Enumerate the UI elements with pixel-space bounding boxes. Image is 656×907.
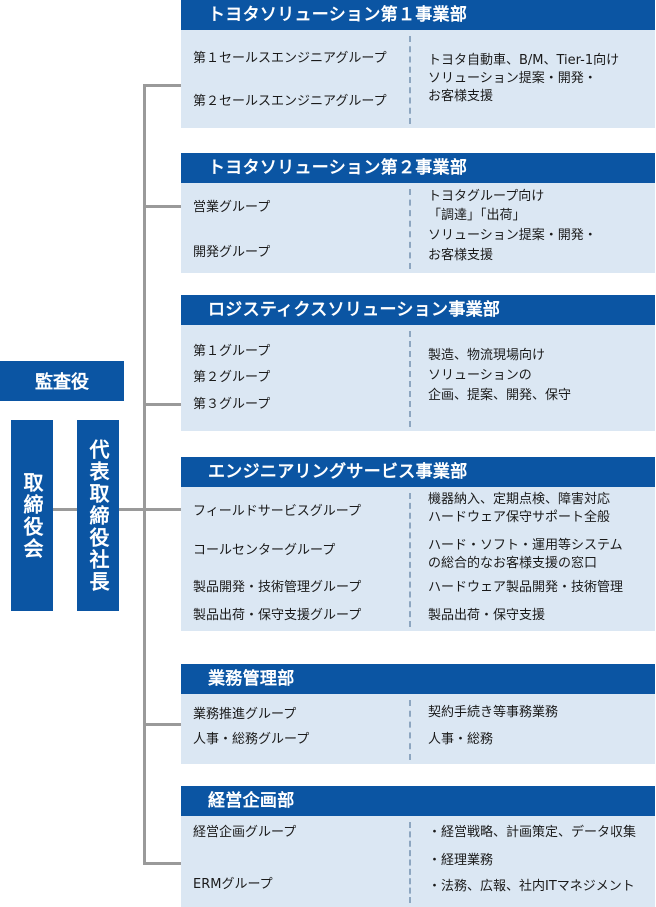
group-label: コールセンターグループ — [193, 543, 336, 558]
description-line: 契約手続き等事務業務 — [428, 705, 559, 720]
description-line: 「調達」「出荷」 — [428, 208, 526, 223]
connector-trunk — [143, 85, 146, 864]
department-logistics-solution: ロジスティクスソリューション事業部 第１グループ 第２グループ 第３グループ 製… — [181, 295, 655, 431]
group-label: 第１セールスエンジニアグループ — [193, 51, 387, 66]
description-line: ・経営戦略、計画策定、データ収集 — [428, 825, 637, 840]
president-box: 代表取締役社長 — [77, 420, 119, 611]
group-label: 開発グループ — [193, 245, 271, 260]
group-label: 第２セールスエンジニアグループ — [193, 94, 387, 109]
board-box: 取締役会 — [11, 420, 53, 611]
auditor-label: 監査役 — [35, 372, 89, 393]
department-title: 経営企画部 — [181, 786, 655, 816]
president-label: 代表取締役社長 — [86, 438, 110, 593]
department-title: トヨタソリューション第１事業部 — [181, 0, 655, 30]
connector-dept-6 — [143, 862, 181, 865]
department-body: 第１グループ 第２グループ 第３グループ 製造、物流現場向け ソリューションの … — [181, 325, 655, 431]
department-title: ロジスティクスソリューション事業部 — [181, 295, 655, 325]
connector-dept-1 — [143, 84, 181, 87]
connector-dept-3 — [143, 403, 181, 406]
connector-dept-4 — [143, 508, 181, 511]
description-line: の総合的なお客様支援の窓口 — [428, 556, 598, 571]
department-business-management: 業務管理部 業務推進グループ 人事・総務グループ 契約手続き等事務業務 人事・総… — [181, 664, 655, 764]
group-label: 第１グループ — [193, 344, 271, 359]
department-body: 業務推進グループ 人事・総務グループ 契約手続き等事務業務 人事・総務 — [181, 694, 655, 764]
description-line: ソリューション提案・開発・ — [428, 228, 597, 243]
connector-dept-5 — [143, 723, 181, 726]
department-body: 第１セールスエンジニアグループ 第２セールスエンジニアグループ トヨタ自動車、B… — [181, 30, 655, 128]
group-label: ERMグループ — [193, 877, 273, 892]
description-line: 人事・総務 — [428, 732, 494, 747]
divider — [409, 822, 411, 903]
divider — [409, 493, 411, 627]
group-label: 製品出荷・保守支援グループ — [193, 608, 362, 623]
divider — [409, 700, 411, 760]
group-label: 第３グループ — [193, 397, 271, 412]
description-line: お客様支援 — [428, 248, 494, 263]
department-body: フィールドサービスグループ コールセンターグループ 製品開発・技術管理グループ … — [181, 487, 655, 631]
group-label: 人事・総務グループ — [193, 732, 310, 747]
description-line: 企画、提案、開発、保守 — [428, 388, 572, 403]
description-line: ハードウェア保守サポート全般 — [428, 510, 611, 525]
department-title: トヨタソリューション第２事業部 — [181, 153, 655, 183]
group-label: 第２グループ — [193, 370, 271, 385]
description-line: 製造、物流現場向け — [428, 348, 546, 363]
description-line: ソリューション提案・開発・ — [428, 71, 597, 86]
connector-president-trunk — [119, 508, 145, 511]
description-line: ・法務、広報、社内ITマネジメント — [428, 879, 635, 894]
connector-board-president — [53, 508, 77, 511]
group-label: 製品開発・技術管理グループ — [193, 580, 362, 595]
description-line: ハードウェア製品開発・技術管理 — [428, 580, 624, 595]
divider — [409, 331, 411, 427]
department-body: 営業グループ 開発グループ トヨタグループ向け 「調達」「出荷」 ソリューション… — [181, 183, 655, 273]
department-corporate-planning: 経営企画部 経営企画グループ ERMグループ ・経営戦略、計画策定、データ収集 … — [181, 786, 655, 907]
group-label: 営業グループ — [193, 200, 271, 215]
divider — [409, 189, 411, 269]
connector-dept-2 — [143, 205, 181, 208]
description-line: 機器納入、定期点検、障害対応 — [428, 492, 611, 507]
department-engineering-service: エンジニアリングサービス事業部 フィールドサービスグループ コールセンターグルー… — [181, 457, 655, 631]
description-line: トヨタグループ向け — [428, 189, 545, 204]
group-label: フィールドサービスグループ — [193, 504, 361, 519]
department-title: 業務管理部 — [181, 664, 655, 694]
department-toyota-solution-1: トヨタソリューション第１事業部 第１セールスエンジニアグループ 第２セールスエン… — [181, 0, 655, 128]
divider — [409, 36, 411, 124]
description-line: トヨタ自動車、B/M、Tier-1向け — [428, 53, 620, 68]
department-body: 経営企画グループ ERMグループ ・経営戦略、計画策定、データ収集 ・経理業務 … — [181, 816, 655, 907]
auditor-box: 監査役 — [0, 361, 124, 401]
department-toyota-solution-2: トヨタソリューション第２事業部 営業グループ 開発グループ トヨタグループ向け … — [181, 153, 655, 273]
group-label: 経営企画グループ — [193, 825, 297, 840]
description-line: ソリューションの — [428, 368, 532, 383]
description-line: 製品出荷・保守支援 — [428, 608, 546, 623]
department-title: エンジニアリングサービス事業部 — [181, 457, 655, 487]
description-line: ハード・ソフト・運用等システム — [428, 538, 623, 553]
board-label: 取締役会 — [20, 471, 44, 560]
description-line: お客様支援 — [428, 89, 494, 104]
description-line: ・経理業務 — [428, 853, 494, 868]
group-label: 業務推進グループ — [193, 707, 297, 722]
